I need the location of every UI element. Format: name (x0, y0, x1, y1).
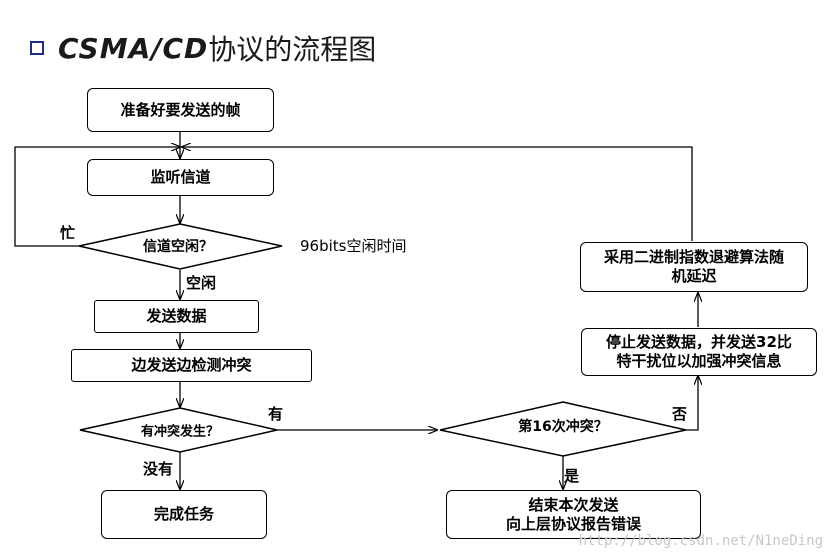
node-prepare-frame-text: 准备好要发送的帧 (120, 100, 241, 119)
node-backoff-line1: 采用二进制指数退避算法随 (603, 248, 784, 267)
decision-collision-text: 有冲突发生？ (140, 424, 220, 440)
decision-channel-idle-text: 信道空闲？ (143, 239, 213, 255)
label-no-collision: 没有 (143, 460, 174, 478)
node-send-data-text: 发送数据 (146, 307, 207, 326)
label-busy: 忙 (60, 224, 76, 242)
decision-collision (79, 407, 278, 453)
node-backoff-line2: 机延迟 (671, 267, 717, 285)
label-no: 否 (672, 405, 688, 423)
label-yes: 是 (564, 467, 580, 485)
label-idle-wait-note: 96bits空闲时间 (300, 237, 407, 255)
node-listen-channel-text: 监听信道 (150, 168, 211, 187)
node-end-send-line1: 结束本次发送 (528, 495, 619, 514)
decision-16th-collision (439, 401, 687, 457)
node-stop-jam-line1: 停止发送数据，并发送32比 (606, 333, 792, 352)
title-latin: CSMA/CD (58, 31, 209, 65)
node-stop-jam-line2: 特干扰位以加强冲突信息 (616, 352, 782, 370)
node-send-and-detect: 边发送边检测冲突 (71, 349, 312, 382)
page-title: CSMA/CD 协议的流程图 (30, 28, 376, 68)
node-stop-jam: 停止发送数据，并发送32比 特干扰位以加强冲突信息 (581, 328, 817, 376)
node-listen-channel: 监听信道 (87, 159, 274, 196)
decision-channel-idle (78, 223, 283, 270)
node-finish: 完成任务 (101, 490, 267, 539)
edge-busy-loop (14, 147, 180, 247)
bullet-square-icon (30, 41, 44, 55)
watermark: http://blog.csdn.net/N1neDing (578, 533, 823, 549)
node-send-and-detect-text: 边发送边检测冲突 (131, 356, 252, 375)
node-end-send-line2: 向上层协议报告错误 (505, 514, 641, 533)
node-prepare-frame: 准备好要发送的帧 (87, 88, 274, 132)
label-idle: 空闲 (186, 274, 217, 292)
edge-backoff-return (182, 147, 693, 241)
title-cjk: 协议的流程图 (208, 33, 377, 66)
decision-16th-text: 第16次冲突？ (518, 419, 608, 435)
label-has-collision: 有 (268, 405, 284, 423)
edge-16th-jam (686, 376, 698, 431)
node-backoff: 采用二进制指数退避算法随 机延迟 (580, 242, 808, 292)
node-finish-text: 完成任务 (153, 505, 214, 524)
node-end-send: 结束本次发送 向上层协议报告错误 (446, 490, 701, 539)
node-send-data: 发送数据 (94, 300, 259, 333)
